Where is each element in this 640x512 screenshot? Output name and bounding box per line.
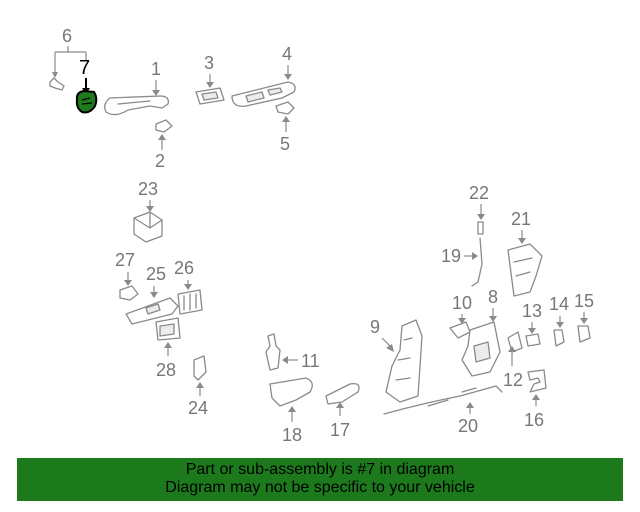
callout-14[interactable]: 14 [549,294,569,328]
callout-19[interactable]: 19 [441,246,478,266]
callout-15-label: 15 [574,291,594,311]
callout-17[interactable]: 17 [330,402,350,440]
callout-5-label: 5 [280,134,290,154]
part-5[interactable] [275,101,295,115]
callout-22-label: 22 [469,183,489,203]
callout-6-lead [54,46,87,74]
callout-2[interactable]: 2 [155,134,166,171]
callout-21[interactable]: 21 [511,209,531,244]
callout-6-label: 6 [62,26,72,46]
part-17[interactable] [325,383,360,405]
callout-22[interactable]: 22 [469,183,489,220]
callout-11-label: 11 [301,351,320,371]
callout-12[interactable]: 12 [503,346,523,390]
callout-6-arrow [52,72,58,78]
callout-24-label: 24 [188,398,208,418]
callout-17-label: 17 [330,420,350,440]
callout-19-label: 19 [441,246,461,266]
callout-23[interactable]: 23 [138,179,158,212]
info-banner: Part or sub-assembly is #7 in diagram Di… [17,458,623,501]
part-20-cable[interactable] [383,385,503,415]
part-22[interactable] [477,221,484,235]
callout-25-label: 25 [146,264,166,284]
part-24[interactable] [193,355,207,381]
callout-28-label: 28 [156,360,176,380]
callout-4-label: 4 [282,44,292,64]
part-11[interactable] [265,333,281,371]
part-7-highlighted[interactable] [75,89,98,114]
callout-27-label: 27 [115,250,135,270]
callout-8-label: 8 [488,287,498,307]
callout-21-label: 21 [511,209,531,229]
part-19-rod[interactable] [471,237,483,287]
part-9[interactable] [385,319,423,403]
callout-1[interactable]: 1 [151,59,161,96]
callout-6[interactable]: 6 [52,26,87,78]
callout-18-label: 18 [282,425,302,445]
callout-7-label: 7 [79,57,90,79]
callout-10-label: 10 [452,293,472,313]
callout-13-label: 13 [522,301,542,321]
callout-3[interactable]: 3 [204,53,214,88]
callout-10[interactable]: 10 [452,293,472,324]
banner-line-2: Diagram may not be specific to your vehi… [165,479,475,496]
callout-12-label: 12 [503,370,523,390]
part-1-outer-handle[interactable] [104,95,169,116]
callout-16-label: 16 [524,410,544,430]
callout-20[interactable]: 20 [458,402,478,436]
callout-24[interactable]: 24 [188,382,208,418]
part-7-detail [81,97,93,105]
callout-25[interactable]: 25 [146,264,166,298]
part-16[interactable] [527,369,547,393]
callout-11[interactable]: 11 [282,351,320,371]
callout-5[interactable]: 5 [280,116,290,154]
part-27[interactable] [119,285,139,301]
part-14[interactable] [553,329,565,347]
part-13[interactable] [525,333,541,347]
callout-7[interactable]: 7 [79,57,90,94]
callout-28[interactable]: 28 [156,342,176,380]
callout-15[interactable]: 15 [574,291,594,324]
callout-1-label: 1 [151,59,161,79]
part-6-clip[interactable] [49,77,65,91]
callout-4[interactable]: 4 [282,44,292,80]
callout-2-label: 2 [155,151,165,171]
callout-3-label: 3 [204,53,214,73]
part-15[interactable] [577,325,591,343]
callout-18[interactable]: 18 [282,406,302,445]
callout-23-label: 23 [138,179,158,199]
callout-9-label: 9 [370,317,380,337]
callout-26-label: 26 [174,258,194,278]
part-10[interactable] [449,321,471,339]
callout-9[interactable]: 9 [370,317,394,352]
callout-14-label: 14 [549,294,569,314]
callout-26[interactable]: 26 [174,258,194,290]
part-21[interactable] [507,243,543,297]
callout-13[interactable]: 13 [522,301,542,334]
callout-27[interactable]: 27 [115,250,135,286]
callout-16[interactable]: 16 [524,394,544,430]
part-2[interactable] [155,119,173,133]
part-18[interactable] [269,377,313,407]
callout-20-label: 20 [458,416,478,436]
banner-line-1: Part or sub-assembly is #7 in diagram [185,461,455,478]
callout-8[interactable]: 8 [488,287,498,322]
